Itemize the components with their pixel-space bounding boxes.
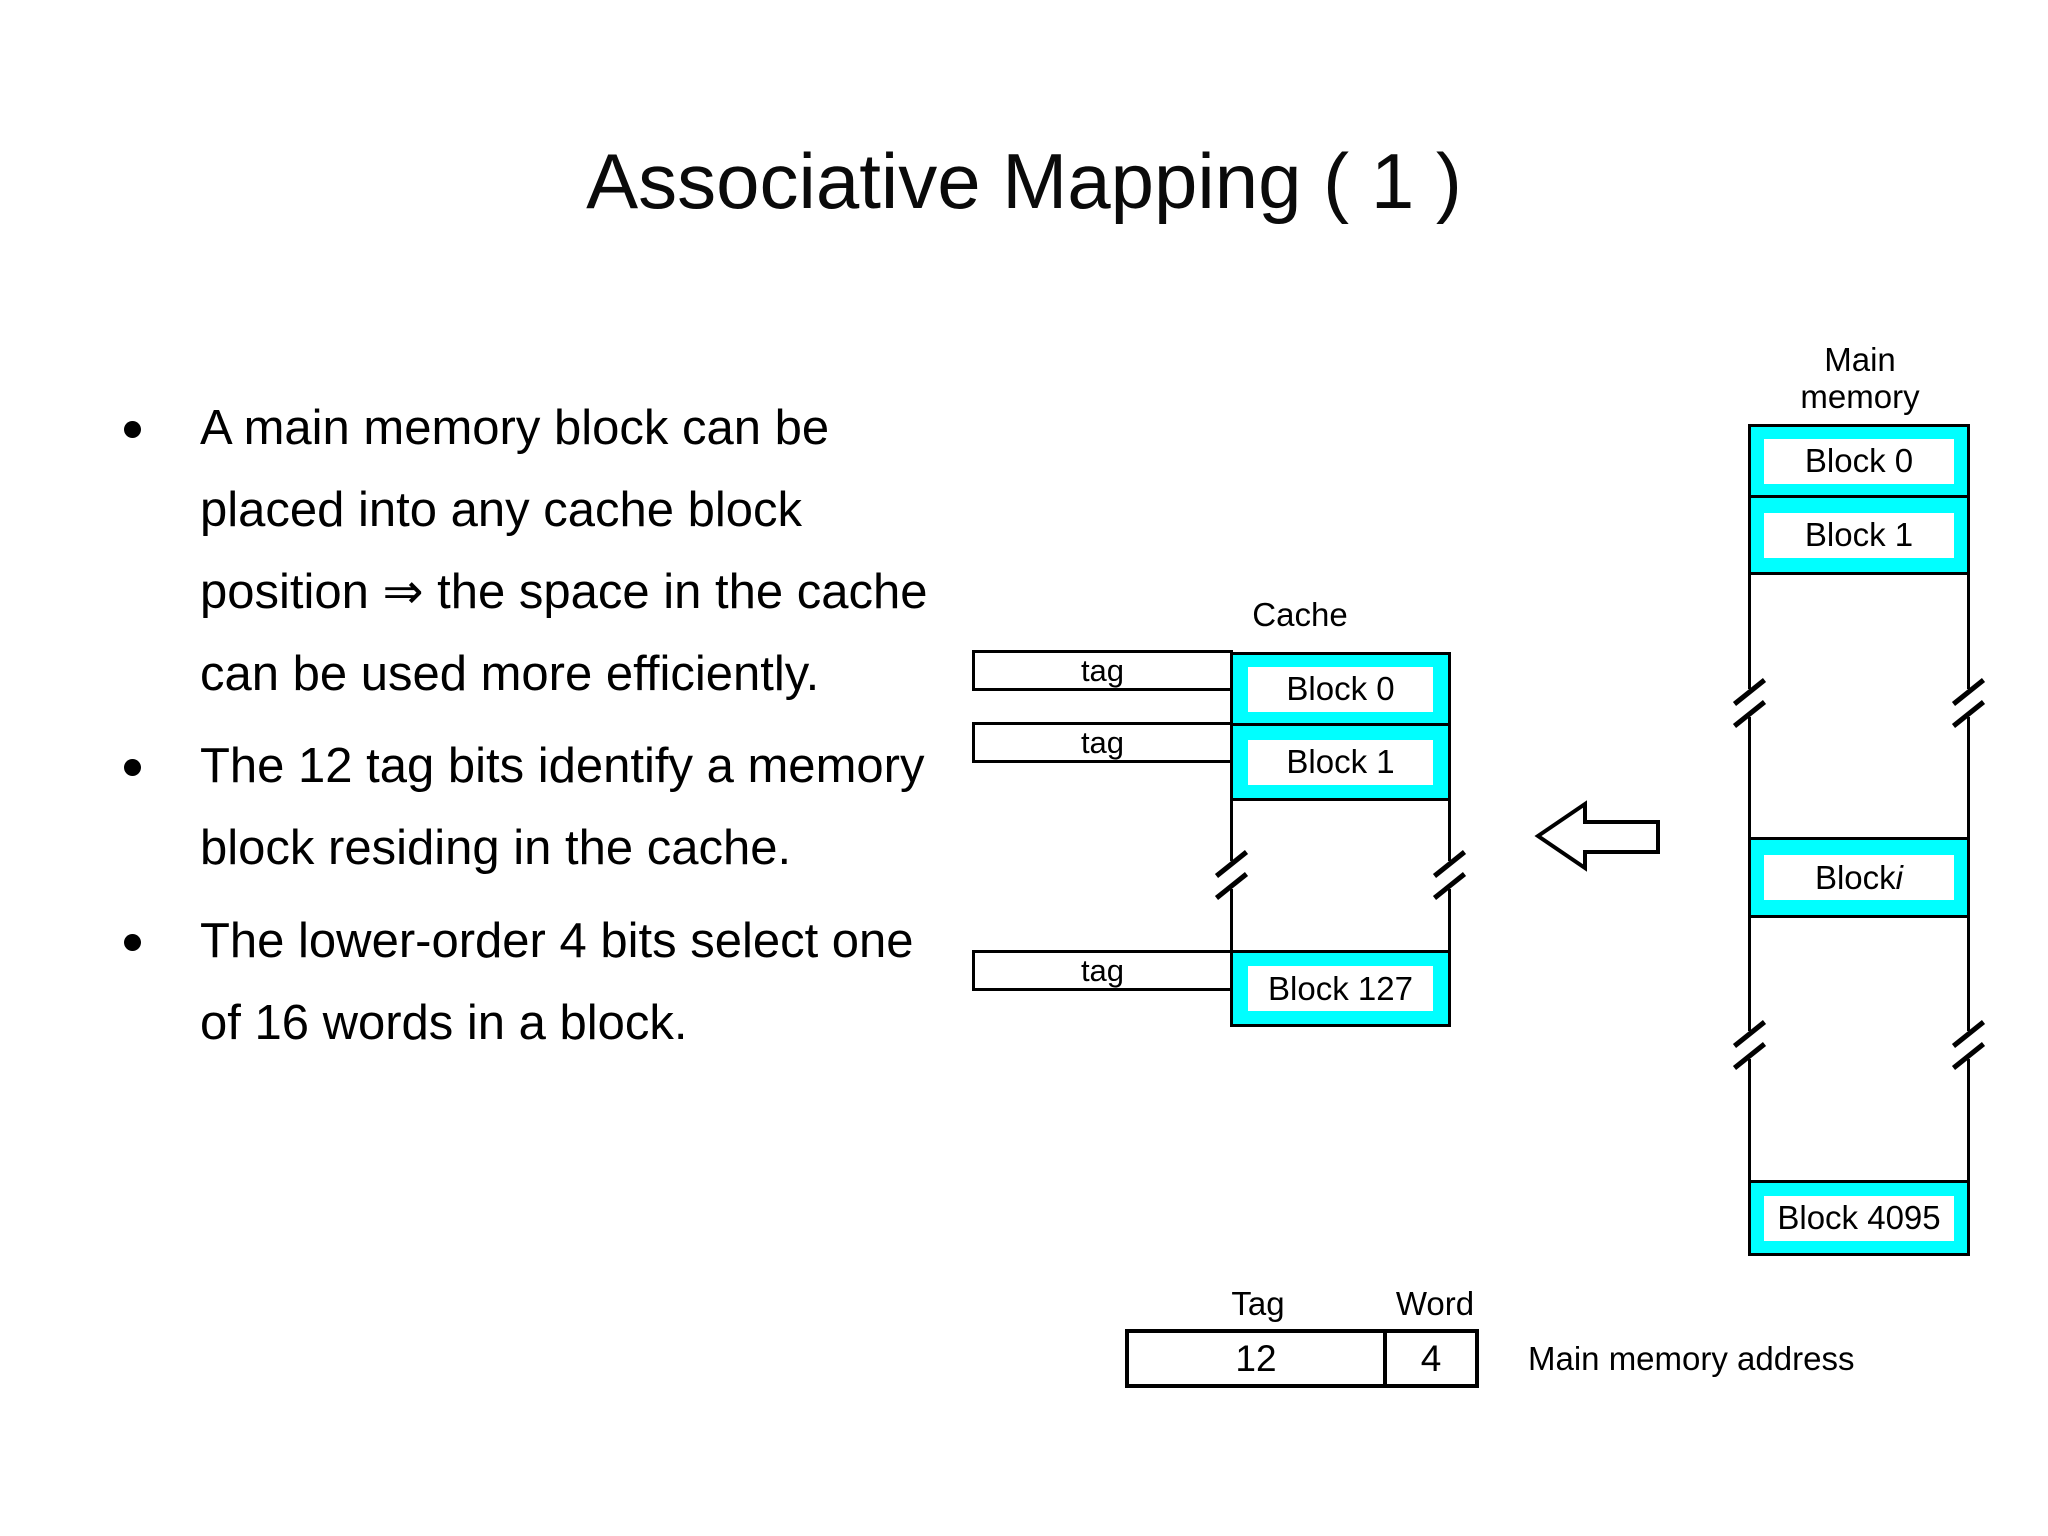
main-memory-label-line1: Main bbox=[1824, 341, 1896, 378]
memory-ellipsis-segment-2 bbox=[1748, 915, 1970, 1183]
memory-block-i-index: i bbox=[1895, 858, 1904, 896]
bullet-2-line-1: The 12 tag bits identify a memory bbox=[200, 739, 925, 793]
cache-block-127: Block 127 bbox=[1248, 966, 1433, 1011]
bullet-2-line-2: block residing in the cache. bbox=[200, 821, 792, 875]
slide-title: Associative Mapping ( 1 ) bbox=[586, 137, 1462, 225]
bullet-dot bbox=[124, 934, 141, 951]
bullet-1-line-1: A main memory block can be bbox=[200, 401, 830, 455]
tag-box-1-label: tag bbox=[1080, 724, 1125, 760]
main-memory-label-line2: memory bbox=[1800, 378, 1920, 415]
bullet-dot bbox=[124, 421, 141, 438]
cache-label: Cache bbox=[1252, 596, 1348, 633]
cache-ellipsis-segment bbox=[1230, 798, 1451, 953]
main-memory-label: Main memory bbox=[1750, 341, 1970, 415]
cache-block-127-row: Block 127 bbox=[1230, 950, 1451, 1027]
address-word-bits: 4 bbox=[1383, 1333, 1475, 1384]
cache-block-0-row: Block 0 bbox=[1230, 652, 1451, 726]
tag-box-1: tag bbox=[972, 722, 1233, 763]
tag-box-0: tag bbox=[972, 650, 1233, 691]
memory-block-1: Block 1 bbox=[1764, 512, 1954, 558]
tag-box-127-label: tag bbox=[1080, 952, 1125, 988]
tag-box-0-label: tag bbox=[1080, 652, 1125, 688]
cache-block-0: Block 0 bbox=[1248, 666, 1433, 712]
address-word-label: Word bbox=[1395, 1285, 1475, 1322]
memory-block-i-prefix: Block bbox=[1814, 858, 1896, 896]
memory-ellipsis-segment-1 bbox=[1748, 572, 1970, 840]
bullet-item-3: The lower-order 4 bits select one of 16 … bbox=[124, 900, 914, 1064]
memory-block-0: Block 0 bbox=[1764, 438, 1954, 484]
memory-block-4095-row: Block 4095 bbox=[1748, 1180, 1970, 1256]
bullet-1-line-3: position ⇒ the space in the cache bbox=[200, 565, 928, 619]
address-tag-bits: 12 bbox=[1235, 1337, 1277, 1379]
bullet-1-line-4: can be used more efficiently. bbox=[200, 647, 820, 701]
bullet-dot bbox=[124, 759, 141, 776]
bullet-3-line-1: The lower-order 4 bits select one bbox=[200, 914, 914, 968]
bullet-3-line-2: of 16 words in a block. bbox=[200, 996, 688, 1050]
memory-block-4095: Block 4095 bbox=[1764, 1195, 1954, 1241]
tag-box-127: tag bbox=[972, 950, 1233, 991]
mapping-arrow-icon bbox=[1534, 800, 1660, 872]
cache-block-1: Block 1 bbox=[1248, 739, 1433, 785]
address-format-box: 12 4 bbox=[1125, 1329, 1479, 1388]
cache-block-1-row: Block 1 bbox=[1230, 723, 1451, 801]
address-tag-label: Tag bbox=[1231, 1285, 1285, 1322]
bullet-item-2: The 12 tag bits identify a memory block … bbox=[124, 725, 925, 889]
bullet-item-1: A main memory block can be placed into a… bbox=[124, 387, 928, 715]
memory-block-0-row: Block 0 bbox=[1748, 424, 1970, 498]
address-caption: Main memory address bbox=[1528, 1340, 1855, 1377]
bullet-1-line-2: placed into any cache block bbox=[200, 483, 802, 537]
memory-block-1-row: Block 1 bbox=[1748, 495, 1970, 575]
